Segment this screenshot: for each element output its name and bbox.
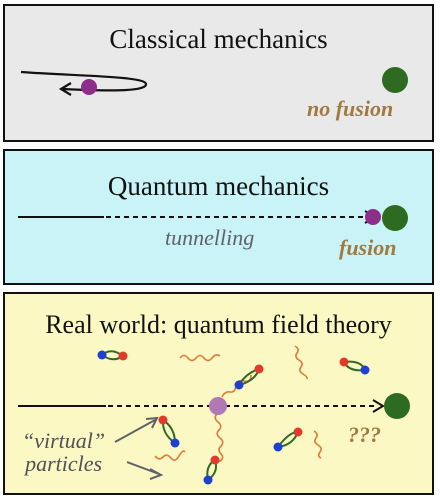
virtual-particle-pair	[158, 415, 180, 448]
qft-diagram	[18, 345, 410, 485]
unknown-outcome-label: ???	[348, 422, 381, 447]
target-nucleus	[382, 205, 408, 231]
virtual-particle-pair	[273, 427, 303, 452]
virtual-label-line2: particles	[25, 451, 103, 477]
target-nucleus	[382, 67, 408, 93]
virtual-projectile-particle	[209, 397, 227, 415]
arrowhead-icon	[145, 416, 159, 429]
wavy-photon-line	[313, 430, 322, 459]
projectile-particle	[365, 209, 381, 225]
virtual-particle-pair	[97, 350, 128, 361]
arrowhead-icon	[149, 468, 164, 480]
classical-trajectory-arrow	[20, 70, 148, 92]
wavy-photon-line	[294, 345, 308, 380]
target-nucleus	[384, 393, 410, 419]
arrowhead-icon	[58, 82, 72, 96]
classical-mechanics-panel: Classical mechanics no fusion	[3, 4, 434, 142]
wavy-photon-lines	[154, 345, 322, 463]
qft-title: Real world: quantum field theory	[45, 310, 392, 339]
no-fusion-label: no fusion	[307, 96, 394, 121]
quantum-title: Quantum mechanics	[107, 171, 330, 201]
quantum-field-theory-panel: Real world: quantum field theory	[3, 292, 434, 495]
virtual-particles-label: “virtual” particles	[22, 429, 105, 475]
fusion-label: fusion	[339, 235, 397, 260]
classical-diagram	[20, 67, 408, 96]
wavy-photon-line	[154, 450, 186, 461]
quantum-diagram	[18, 205, 408, 231]
tunnelling-label: tunnelling	[165, 225, 255, 250]
virtual-label-line1: “virtual”	[22, 428, 106, 453]
classical-title: Classical mechanics	[109, 24, 328, 54]
projectile-particle	[81, 79, 97, 95]
virtual-particle-pair	[203, 455, 220, 485]
virtual-particle-pair	[339, 357, 370, 375]
wavy-photon-line	[179, 354, 221, 362]
annotation-arrow	[114, 419, 156, 443]
arrowhead-icon	[372, 399, 385, 413]
virtual-particle-pair	[234, 364, 264, 390]
quantum-mechanics-panel: Quantum mechanics tunnelling fusion	[3, 149, 434, 285]
